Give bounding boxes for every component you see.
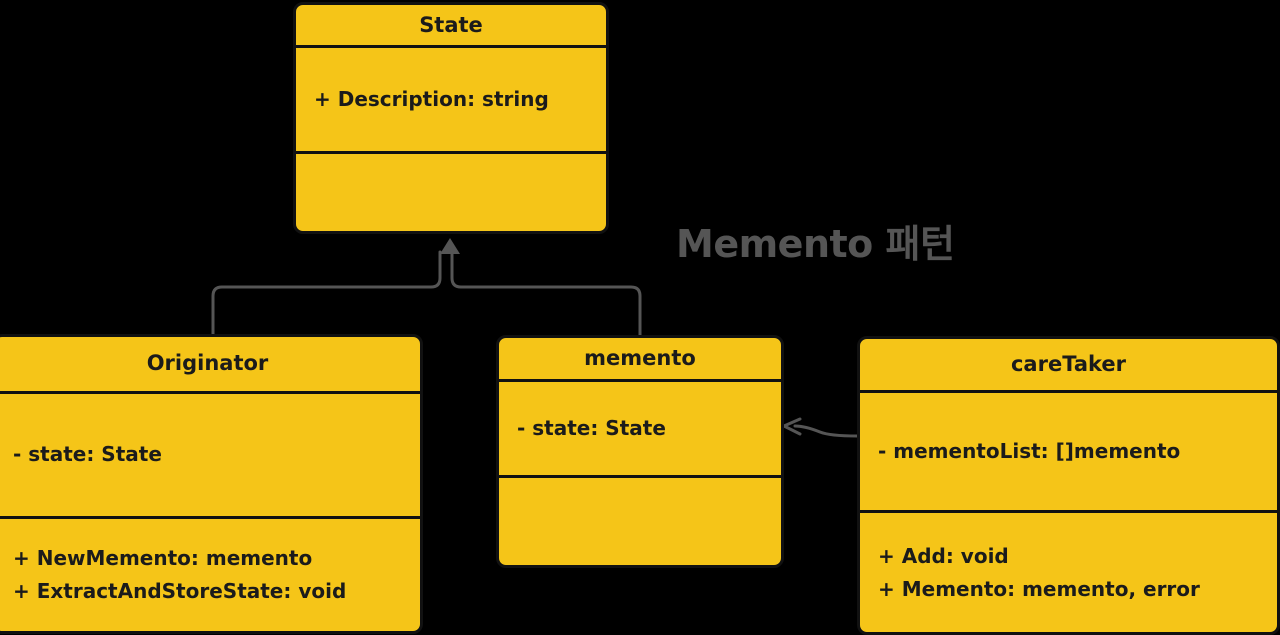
class-box-originator[interactable]: Originator - state: State + NewMemento: … bbox=[0, 334, 423, 634]
class-operations-originator: + NewMemento: memento + ExtractAndStoreS… bbox=[0, 516, 420, 631]
connector-memento-to-state bbox=[450, 250, 642, 337]
class-operations-memento bbox=[499, 475, 781, 565]
class-attributes-state: + Description: string bbox=[296, 48, 606, 151]
attribute-line: - state: State bbox=[517, 415, 666, 440]
class-title-caretaker: careTaker bbox=[860, 339, 1277, 393]
class-box-state[interactable]: State + Description: string bbox=[293, 2, 609, 234]
class-attributes-caretaker: - mementoList: []memento bbox=[860, 393, 1277, 511]
attribute-line: - mementoList: []memento bbox=[878, 439, 1181, 464]
class-title-originator: Originator bbox=[0, 337, 420, 394]
operation-line: + Memento: memento, error bbox=[878, 576, 1200, 601]
class-attributes-memento: - state: State bbox=[499, 382, 781, 476]
class-box-caretaker[interactable]: careTaker - mementoList: []memento + Add… bbox=[857, 336, 1280, 635]
class-title-state: State bbox=[296, 5, 606, 49]
connector-caretaker-to-memento bbox=[793, 424, 859, 438]
attribute-line: - state: State bbox=[13, 442, 162, 467]
operation-line: + Add: void bbox=[878, 543, 1009, 568]
diagram-title: Memento 패턴 bbox=[676, 222, 955, 266]
arrowhead-state bbox=[440, 238, 460, 254]
class-attributes-originator: - state: State bbox=[0, 394, 420, 517]
class-operations-caretaker: + Add: void + Memento: memento, error bbox=[860, 510, 1277, 632]
operation-line: + ExtractAndStoreState: void bbox=[13, 579, 347, 604]
class-box-memento[interactable]: memento - state: State bbox=[496, 335, 784, 568]
connector-originator-to-state bbox=[211, 250, 442, 336]
arrowhead-memento bbox=[782, 417, 802, 436]
class-operations-state bbox=[296, 150, 606, 231]
operation-line: + NewMemento: memento bbox=[13, 546, 313, 571]
class-title-memento: memento bbox=[499, 338, 781, 382]
attribute-line: + Description: string bbox=[314, 87, 549, 112]
